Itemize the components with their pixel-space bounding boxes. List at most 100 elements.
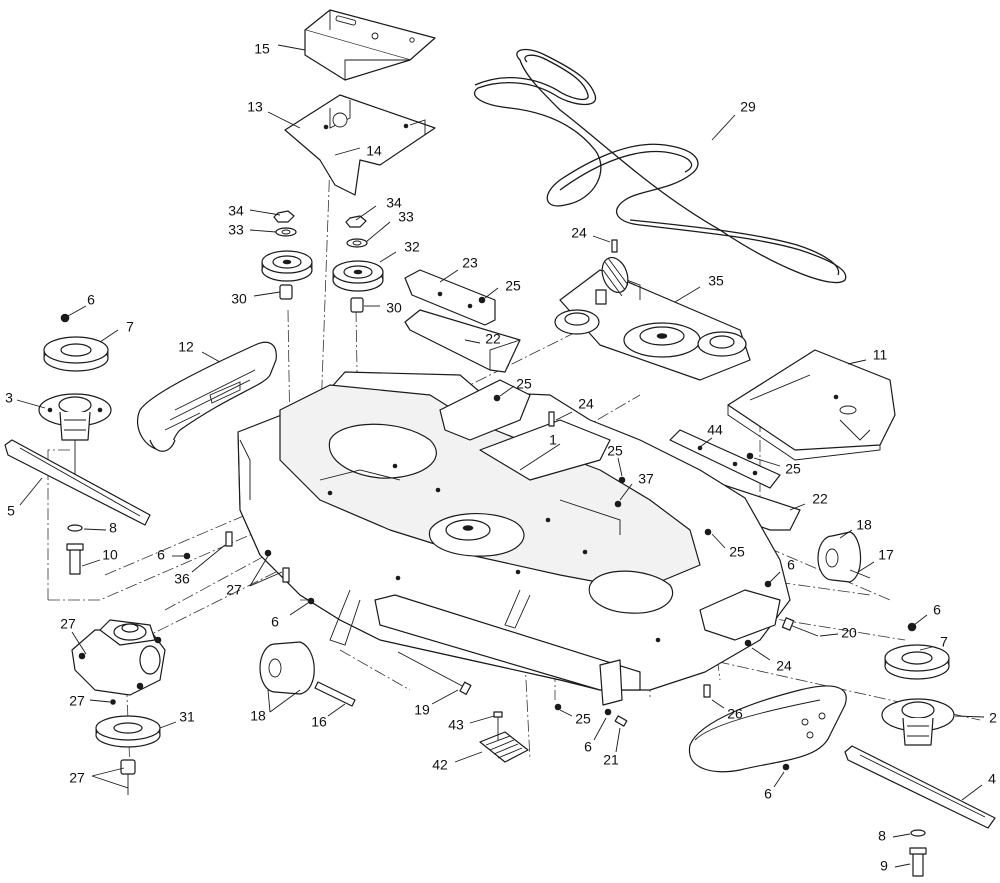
leader-line-33 bbox=[365, 221, 391, 243]
callout-27: 27 bbox=[69, 770, 85, 786]
leader-line-42 bbox=[454, 751, 483, 763]
leader-line-20 bbox=[819, 633, 839, 637]
leader-line-16 bbox=[327, 703, 346, 717]
leader-line-8 bbox=[83, 528, 107, 531]
part-19-long-bolt bbox=[397, 651, 472, 695]
leader-line-30 bbox=[253, 291, 281, 297]
leader-line-22 bbox=[789, 503, 806, 511]
leader-line-27 bbox=[89, 699, 111, 703]
callout-6: 6 bbox=[271, 614, 279, 630]
leader-line-10 bbox=[81, 559, 101, 567]
leader-line-11 bbox=[847, 359, 867, 365]
callout-6: 6 bbox=[933, 602, 941, 618]
leader-line-25 bbox=[753, 457, 781, 467]
callout-31: 31 bbox=[179, 709, 195, 725]
part-22-baffle-plate-top bbox=[404, 309, 521, 373]
callout-34: 34 bbox=[228, 203, 244, 219]
callout-15: 15 bbox=[254, 41, 270, 57]
leader-line-29 bbox=[711, 114, 736, 141]
leader-line-27 bbox=[71, 631, 87, 655]
leader-line-secondary-0 bbox=[249, 571, 283, 587]
leader-line-1 bbox=[519, 443, 561, 471]
part-18-roller-right bbox=[817, 531, 871, 583]
callout-16: 16 bbox=[311, 714, 327, 730]
leader-line-31 bbox=[159, 721, 177, 729]
part-16-axle-rod bbox=[314, 681, 356, 707]
leader-line-18 bbox=[839, 529, 853, 539]
callout-6: 6 bbox=[87, 292, 95, 308]
part-43-screw bbox=[493, 711, 503, 740]
part-29-drive-belt bbox=[473, 48, 847, 284]
leader-line-9 bbox=[894, 863, 911, 868]
callout-3: 3 bbox=[5, 390, 13, 406]
callout-35: 35 bbox=[708, 273, 724, 289]
callout-6: 6 bbox=[584, 739, 592, 755]
callout-25: 25 bbox=[575, 711, 591, 727]
part-31-gearbox-pulley bbox=[95, 715, 161, 795]
leader-line-14 bbox=[334, 147, 361, 156]
leader-line-secondary-2 bbox=[91, 775, 129, 789]
leader-line-27 bbox=[249, 555, 269, 587]
callout-37: 37 bbox=[638, 471, 654, 487]
leader-line-6 bbox=[913, 614, 928, 626]
leader-line-13 bbox=[267, 111, 301, 129]
leader-line-7 bbox=[99, 329, 119, 343]
leader-line-27 bbox=[91, 767, 125, 777]
leader-line-3 bbox=[16, 399, 46, 409]
leader-line-2 bbox=[954, 715, 985, 718]
callout-27: 27 bbox=[60, 616, 76, 632]
callout-1: 1 bbox=[549, 432, 557, 448]
callout-25: 25 bbox=[729, 544, 745, 560]
callout-8: 8 bbox=[878, 828, 886, 844]
leader-line-7 bbox=[919, 646, 933, 651]
callout-32: 32 bbox=[404, 239, 420, 255]
callout-30: 30 bbox=[231, 291, 247, 307]
part-13-bracket bbox=[284, 94, 436, 196]
leader-line-6 bbox=[67, 305, 87, 317]
leader-line-36 bbox=[191, 544, 226, 573]
part-35-idler-arm-assembly bbox=[554, 256, 751, 381]
part-42-deck-pad bbox=[479, 731, 529, 763]
idler-pulley-left-stack bbox=[261, 210, 313, 300]
leader-line-35 bbox=[674, 286, 701, 303]
callout-27: 27 bbox=[226, 582, 242, 598]
idler-pulley-right-stack bbox=[332, 215, 384, 313]
callout-44: 44 bbox=[707, 422, 723, 438]
callout-labels: 1513142934333433323030232522243567123252… bbox=[5, 41, 997, 874]
callout-23: 23 bbox=[462, 255, 478, 271]
leader-line-21 bbox=[615, 727, 621, 753]
leader-line-5 bbox=[19, 477, 43, 506]
callout-24: 24 bbox=[578, 396, 594, 412]
leader-line-4 bbox=[961, 784, 983, 801]
leader-line-6 bbox=[769, 571, 781, 583]
callout-22: 22 bbox=[485, 331, 501, 347]
part-1-mower-deck bbox=[237, 371, 791, 706]
left-spindle-assembly bbox=[38, 313, 112, 482]
leader-line-6 bbox=[773, 771, 785, 788]
leader-line-19 bbox=[431, 689, 459, 705]
callout-13: 13 bbox=[247, 99, 263, 115]
leader-line-25 bbox=[484, 287, 499, 299]
leader-line-23 bbox=[439, 269, 459, 283]
leader-line-25 bbox=[499, 385, 515, 397]
part-18-roller-left bbox=[259, 641, 315, 695]
leader-line-18 bbox=[267, 689, 271, 713]
callout-36: 36 bbox=[174, 571, 190, 587]
part-4-mower-blade-right bbox=[844, 745, 996, 829]
leader-line-44 bbox=[699, 437, 713, 448]
leader-line-43 bbox=[469, 715, 495, 724]
callout-25: 25 bbox=[785, 461, 801, 477]
callout-43: 43 bbox=[448, 717, 464, 733]
part-5-mower-blade-left bbox=[4, 439, 151, 526]
leader-line-22 bbox=[464, 339, 481, 344]
leader-line-25 bbox=[711, 533, 726, 549]
callout-24: 24 bbox=[571, 225, 587, 241]
callout-leaders bbox=[16, 44, 985, 868]
leader-line-26 bbox=[711, 699, 725, 709]
part-44-baffle-strip bbox=[669, 429, 781, 489]
part-20-bolt bbox=[781, 617, 819, 637]
callout-33: 33 bbox=[398, 209, 414, 225]
leader-line-12 bbox=[201, 351, 221, 363]
leader-line-34 bbox=[355, 205, 377, 221]
leader-line-6 bbox=[289, 602, 309, 616]
